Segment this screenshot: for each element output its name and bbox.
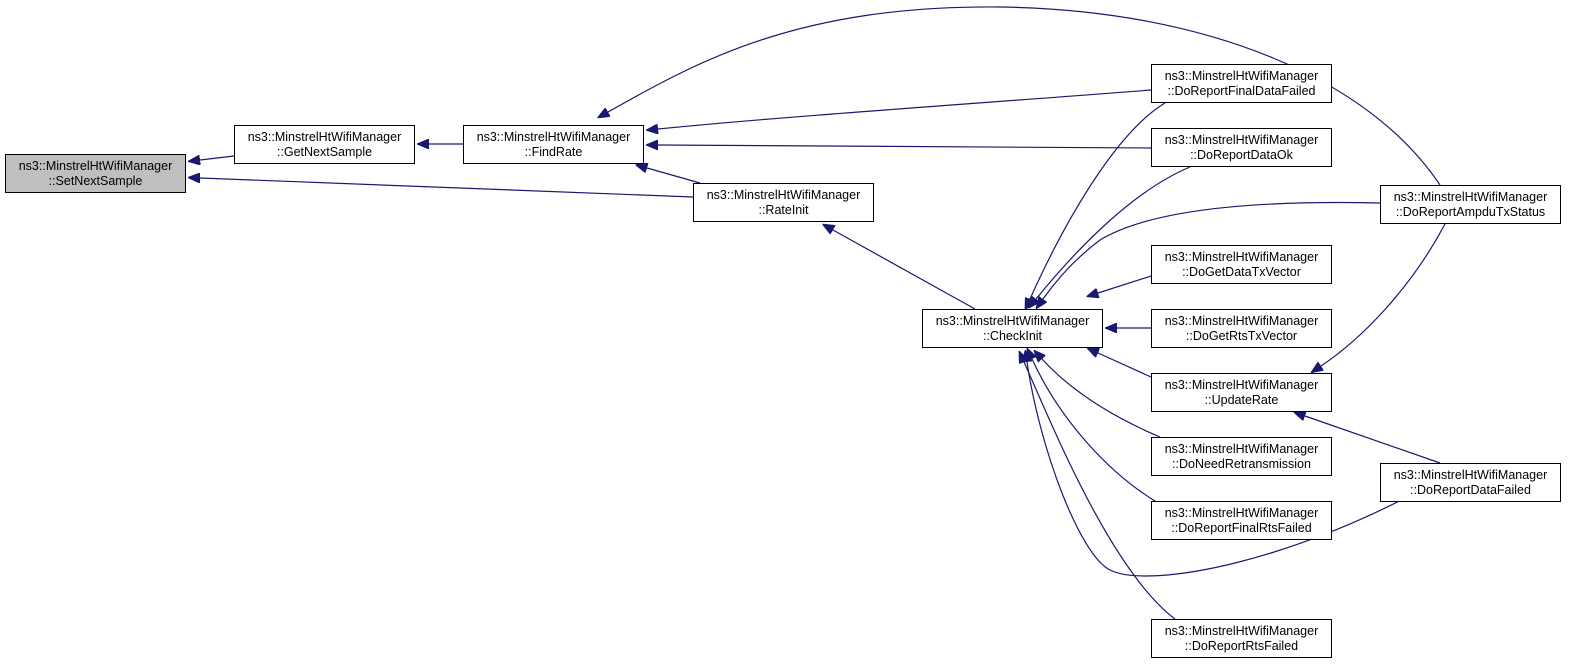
edge-update-rate-to-check-init (1098, 353, 1152, 378)
node-update-rate[interactable]: ns3::MinstrelHtWifiManager ::UpdateRate (1151, 373, 1332, 412)
node-update-rate-method: ::UpdateRate (1204, 392, 1279, 407)
edge-get-next-sample-to-set-next-sample (200, 156, 235, 160)
node-do-report-final-rts-failed[interactable]: ns3::MinstrelHtWifiManager ::DoReportFin… (1151, 501, 1332, 540)
node-do-report-final-data-failed[interactable]: ns3::MinstrelHtWifiManager ::DoReportFin… (1151, 64, 1332, 103)
edge-do-report-data-ok-to-check-init (1036, 166, 1191, 299)
edge-do-need-retransmission-to-check-init (1042, 359, 1161, 438)
node-find-rate-method: ::FindRate (524, 144, 583, 159)
node-set-next-sample-class: ns3::MinstrelHtWifiManager (18, 158, 173, 173)
edge-do-report-data-ok-to-find-rate (658, 145, 1152, 148)
node-do-report-data-failed[interactable]: ns3::MinstrelHtWifiManager ::DoReportDat… (1380, 463, 1561, 502)
edge-rate-init-to-find-rate (647, 168, 701, 184)
edge-check-init-to-rate-init (833, 230, 976, 310)
node-rate-init-method: ::RateInit (758, 202, 809, 217)
node-get-next-sample[interactable]: ns3::MinstrelHtWifiManager ::GetNextSamp… (234, 125, 415, 164)
node-do-report-final-data-failed-method: ::DoReportFinalDataFailed (1167, 83, 1316, 98)
node-rate-init-class: ns3::MinstrelHtWifiManager (706, 187, 861, 202)
node-update-rate-class: ns3::MinstrelHtWifiManager (1164, 377, 1319, 392)
node-do-report-data-ok-method: ::DoReportDataOk (1190, 147, 1293, 162)
node-get-next-sample-method: ::GetNextSample (276, 144, 373, 159)
node-check-init-method: ::CheckInit (982, 328, 1043, 343)
node-set-next-sample-method: ::SetNextSample (48, 173, 143, 188)
edge-do-report-final-data-failed-to-check-init (1030, 102, 1166, 299)
node-do-report-final-rts-failed-class: ns3::MinstrelHtWifiManager (1164, 505, 1319, 520)
node-do-get-rts-tx-vector-class: ns3::MinstrelHtWifiManager (1164, 313, 1319, 328)
node-do-report-ampdu-tx-status-method: ::DoReportAmpduTxStatus (1395, 204, 1546, 219)
edge-do-report-ampdu-tx-status-to-find-rate (608, 6, 1441, 186)
node-do-need-retransmission-class: ns3::MinstrelHtWifiManager (1164, 441, 1319, 456)
node-do-get-data-tx-vector-method: ::DoGetDataTxVector (1182, 264, 1301, 279)
node-do-need-retransmission-method: ::DoNeedRetransmission (1172, 456, 1311, 471)
node-do-report-ampdu-tx-status-class: ns3::MinstrelHtWifiManager (1393, 189, 1548, 204)
node-do-report-data-ok-class: ns3::MinstrelHtWifiManager (1164, 132, 1319, 147)
node-rate-init[interactable]: ns3::MinstrelHtWifiManager ::RateInit (693, 183, 874, 222)
edge-do-report-data-failed-to-update-rate (1305, 416, 1441, 464)
edge-do-report-rts-failed-to-check-init (1024, 362, 1176, 620)
node-do-report-rts-failed-method: ::DoReportRtsFailed (1184, 638, 1299, 653)
node-do-get-data-tx-vector[interactable]: ns3::MinstrelHtWifiManager ::DoGetDataTx… (1151, 245, 1332, 284)
node-do-report-final-rts-failed-method: ::DoReportFinalRtsFailed (1171, 520, 1312, 535)
node-do-report-data-failed-class: ns3::MinstrelHtWifiManager (1393, 467, 1548, 482)
node-do-get-data-tx-vector-class: ns3::MinstrelHtWifiManager (1164, 249, 1319, 264)
node-do-report-ampdu-tx-status[interactable]: ns3::MinstrelHtWifiManager ::DoReportAmp… (1380, 185, 1561, 224)
edge-do-report-ampdu-tx-status-to-update-rate (1321, 223, 1446, 366)
node-do-report-data-failed-method: ::DoReportDataFailed (1410, 482, 1531, 497)
node-do-report-rts-failed-class: ns3::MinstrelHtWifiManager (1164, 623, 1319, 638)
node-find-rate[interactable]: ns3::MinstrelHtWifiManager ::FindRate (463, 125, 644, 164)
node-do-report-data-ok[interactable]: ns3::MinstrelHtWifiManager ::DoReportDat… (1151, 128, 1332, 167)
node-do-report-final-data-failed-class: ns3::MinstrelHtWifiManager (1164, 68, 1319, 83)
node-do-get-rts-tx-vector-method: ::DoGetRtsTxVector (1185, 328, 1298, 343)
edge-do-report-final-data-failed-to-find-rate (658, 89, 1152, 129)
node-do-report-rts-failed[interactable]: ns3::MinstrelHtWifiManager ::DoReportRts… (1151, 619, 1332, 658)
node-check-init-class: ns3::MinstrelHtWifiManager (935, 313, 1090, 328)
node-check-init[interactable]: ns3::MinstrelHtWifiManager ::CheckInit (922, 309, 1103, 348)
node-get-next-sample-class: ns3::MinstrelHtWifiManager (247, 129, 402, 144)
node-do-need-retransmission[interactable]: ns3::MinstrelHtWifiManager ::DoNeedRetra… (1151, 437, 1332, 476)
edge-do-report-final-rts-failed-to-check-init (1032, 359, 1161, 505)
node-find-rate-class: ns3::MinstrelHtWifiManager (476, 129, 631, 144)
node-do-get-rts-tx-vector[interactable]: ns3::MinstrelHtWifiManager ::DoGetRtsTxV… (1151, 309, 1332, 348)
edge-do-report-ampdu-tx-status-to-check-init (1043, 201, 1381, 299)
node-set-next-sample: ns3::MinstrelHtWifiManager ::SetNextSamp… (5, 154, 186, 193)
edge-rate-init-to-set-next-sample (200, 178, 694, 198)
